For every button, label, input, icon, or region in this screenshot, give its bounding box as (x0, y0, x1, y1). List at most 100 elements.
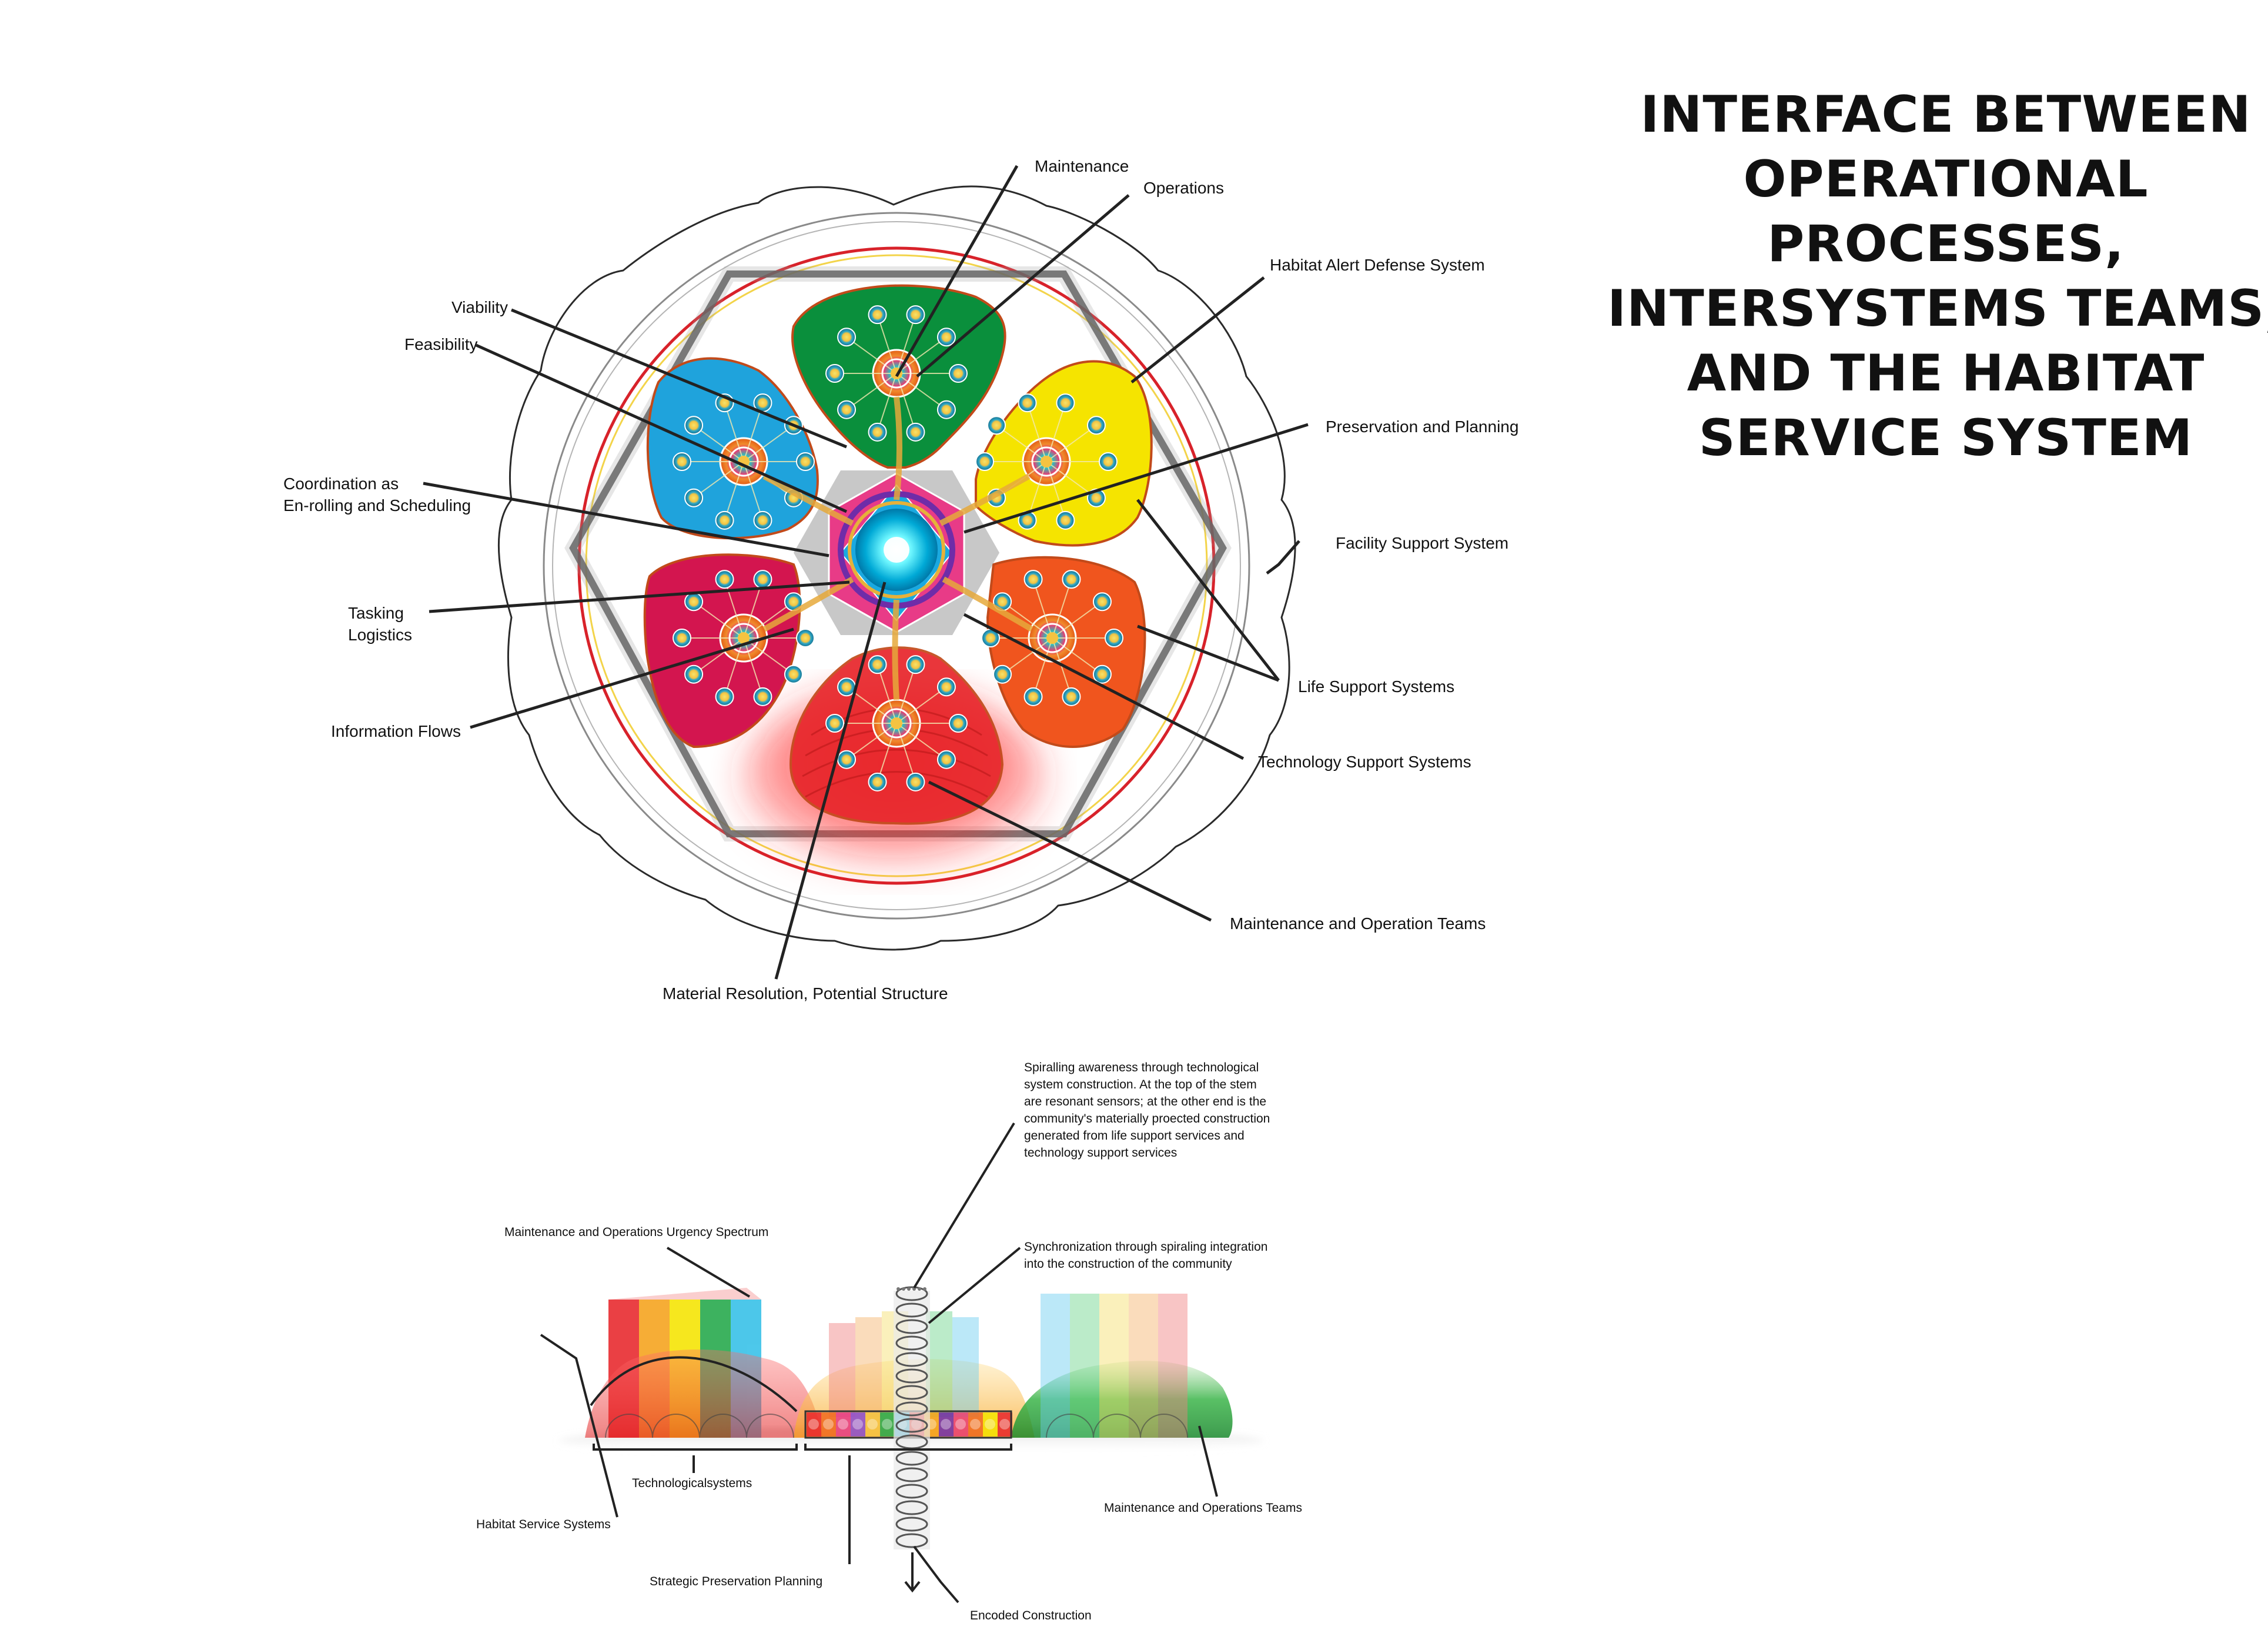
petal-dot (1056, 510, 1075, 530)
title-line-4: INTERSYSTEMS TEAMS, (1607, 279, 2268, 338)
core-white (884, 537, 909, 563)
title-line-2: OPERATIONAL (1743, 150, 2149, 209)
petal-dot (906, 305, 925, 325)
hub-connectors (762, 396, 1033, 700)
hub-spoke (896, 723, 947, 760)
sensor-dot (918, 1287, 921, 1291)
label-habitat-alert-defense: Habitat Alert Defense System (1270, 256, 1485, 274)
hub-spoke (724, 402, 744, 462)
petal-dot (1092, 592, 1112, 612)
petal-dot (673, 629, 691, 647)
hub-spoke (743, 425, 794, 462)
petal-dot (868, 655, 887, 674)
petal-dot (1062, 687, 1081, 706)
hub-spoke (1046, 461, 1097, 499)
title-line-6: SERVICE SYSTEM (1698, 409, 2193, 467)
hub-center (738, 632, 750, 644)
petal-dot (837, 328, 857, 347)
note-spiralling-line-4: community's materially proected construc… (1024, 1112, 1270, 1125)
hub-spoke (724, 461, 744, 521)
petal-dot (868, 305, 887, 325)
hub-spoke (693, 637, 744, 675)
hub-center (1041, 456, 1052, 467)
petal-dot (825, 714, 844, 733)
spiral-loop (895, 1352, 928, 1367)
spiral-loop (895, 1533, 928, 1548)
hub-spoke (693, 461, 744, 499)
petal-dot (684, 488, 704, 507)
core-gold-ring (848, 501, 945, 599)
label-feasibility: Feasibility (404, 335, 478, 353)
hub-spoke (1032, 579, 1053, 639)
petal-dot (906, 422, 925, 442)
petal-dot (684, 664, 704, 684)
outer-ring (543, 212, 1250, 920)
petal-dot (796, 629, 815, 647)
label-tasking-line-1: Tasking (348, 604, 404, 622)
hub-spoke (877, 373, 897, 433)
hub-spoke (896, 336, 947, 374)
tile (880, 1412, 895, 1437)
petal-dot (1023, 570, 1043, 589)
note-sync-line-2: into the construction of the community (1024, 1257, 1232, 1271)
petal-dot (715, 510, 734, 530)
tile (821, 1412, 836, 1437)
hexagon-frame-glow (564, 266, 1232, 841)
pastel-bar (1041, 1294, 1070, 1438)
hub-spoke (724, 579, 744, 639)
hub-spoke (896, 686, 947, 724)
note-spiralling-line-3: are resonant sensors; at the other end i… (1024, 1095, 1267, 1108)
petal-dot (1099, 452, 1118, 471)
hub-spoke (693, 601, 744, 639)
hub-spoke (1052, 637, 1072, 697)
spiral-loop (895, 1385, 928, 1400)
petal-dot (715, 570, 734, 589)
cross-section-diagram (540, 1122, 1264, 1604)
hub-spoke (896, 373, 947, 410)
petal-dot (1062, 570, 1081, 589)
note-spiralling-line-1: Spiralling awareness through technologic… (1024, 1061, 1259, 1074)
spiral-loop (895, 1467, 928, 1482)
hub-inner-ring (1037, 623, 1068, 653)
petal-dot (684, 416, 704, 435)
petal-dot (1056, 393, 1075, 413)
tile-bead (882, 1419, 892, 1429)
petal-dot (1018, 393, 1037, 413)
petal-dot (753, 687, 772, 706)
petal-dot (837, 750, 857, 769)
petal-dots (673, 305, 1123, 791)
title-line-5: AND THE HABITAT (1687, 344, 2205, 403)
petal-dot (906, 772, 925, 791)
hub-spoke (877, 664, 897, 724)
pastel-bar (926, 1311, 952, 1417)
outer-ring-2 (552, 221, 1241, 910)
hub-center (1046, 632, 1058, 644)
top-leader-lines (423, 165, 1309, 980)
petal-dot (784, 664, 803, 684)
petal-dot (987, 416, 1006, 435)
petal-dot (936, 750, 956, 769)
petal-dot (868, 772, 887, 791)
hub-spoke (846, 723, 897, 760)
label-operations: Operations (1143, 179, 1224, 197)
tile (998, 1412, 1012, 1437)
hub-spoke (877, 314, 897, 374)
spiral-loop (895, 1418, 928, 1433)
pastel-bar (1129, 1294, 1158, 1438)
label-viability: Viability (451, 298, 508, 316)
label-tasking-line-2: Logistics (348, 626, 412, 644)
hub-spoke (743, 461, 764, 521)
sensor-dot (907, 1287, 911, 1291)
tile (968, 1412, 983, 1437)
hub-spoke (743, 637, 794, 675)
pastel-bar (829, 1323, 855, 1417)
petal-dot (837, 677, 857, 697)
petal-dot (949, 714, 968, 733)
tile (983, 1412, 998, 1437)
spiral-loop (895, 1500, 928, 1515)
hub-spoke (877, 723, 897, 783)
tile-bead (941, 1419, 951, 1429)
down-arrow (904, 1552, 921, 1593)
petal-dot (936, 400, 956, 419)
